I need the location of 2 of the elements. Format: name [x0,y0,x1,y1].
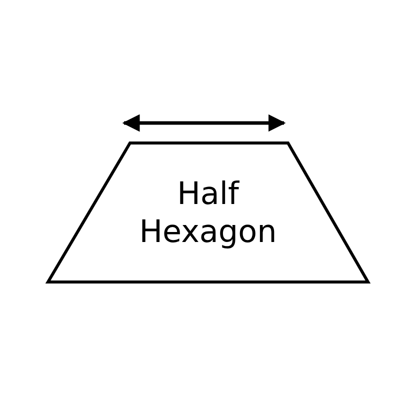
trapezoid-shape [48,143,368,282]
shape-label: Half Hexagon [138,174,278,250]
